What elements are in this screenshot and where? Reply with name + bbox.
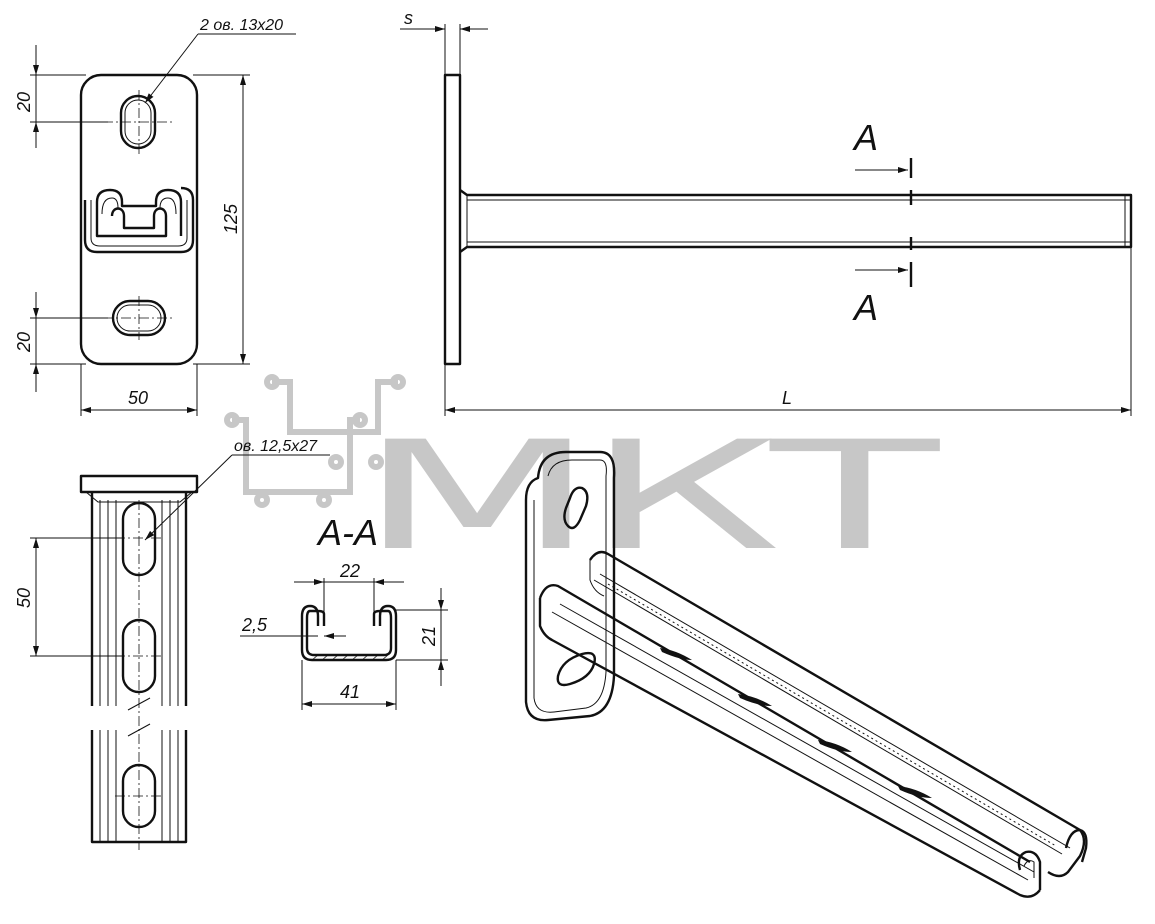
slot-note-label: ов. 12,5x27 (234, 438, 318, 455)
watermark-text: МКТ (358, 410, 942, 584)
section-title: А-А (316, 512, 378, 553)
slots-note-label: 2 ов. 13x20 (199, 17, 283, 34)
bracket-side-view: s A A L (400, 8, 1133, 416)
section-a-a: А-А 22 2,5 21 41 (240, 512, 448, 710)
dim-22: 22 (339, 561, 360, 581)
dim-2-5: 2,5 (241, 615, 268, 635)
dim-41: 41 (340, 682, 360, 702)
bracket-isometric-view (524, 450, 1088, 898)
dim-21: 21 (419, 626, 439, 647)
dim-50-plate: 50 (128, 388, 148, 408)
plate-front-view (79, 73, 199, 366)
watermark-logo-icon (224, 374, 406, 508)
dim-50-pitch: 50 (14, 588, 34, 608)
dim-125: 125 (221, 203, 241, 234)
dim-L: L (782, 388, 792, 408)
plate-dimensions: 2 ов. 13x20 20 20 125 50 (14, 17, 296, 416)
section-mark-bottom: A (852, 287, 878, 328)
dim-s: s (404, 8, 413, 28)
section-mark-top: A (852, 117, 878, 158)
watermark: МКТ (224, 374, 948, 584)
dim-20-top: 20 (14, 92, 34, 113)
channel-top-view: ов. 12,5x27 50 (14, 438, 330, 850)
dim-20-bottom: 20 (14, 332, 34, 353)
